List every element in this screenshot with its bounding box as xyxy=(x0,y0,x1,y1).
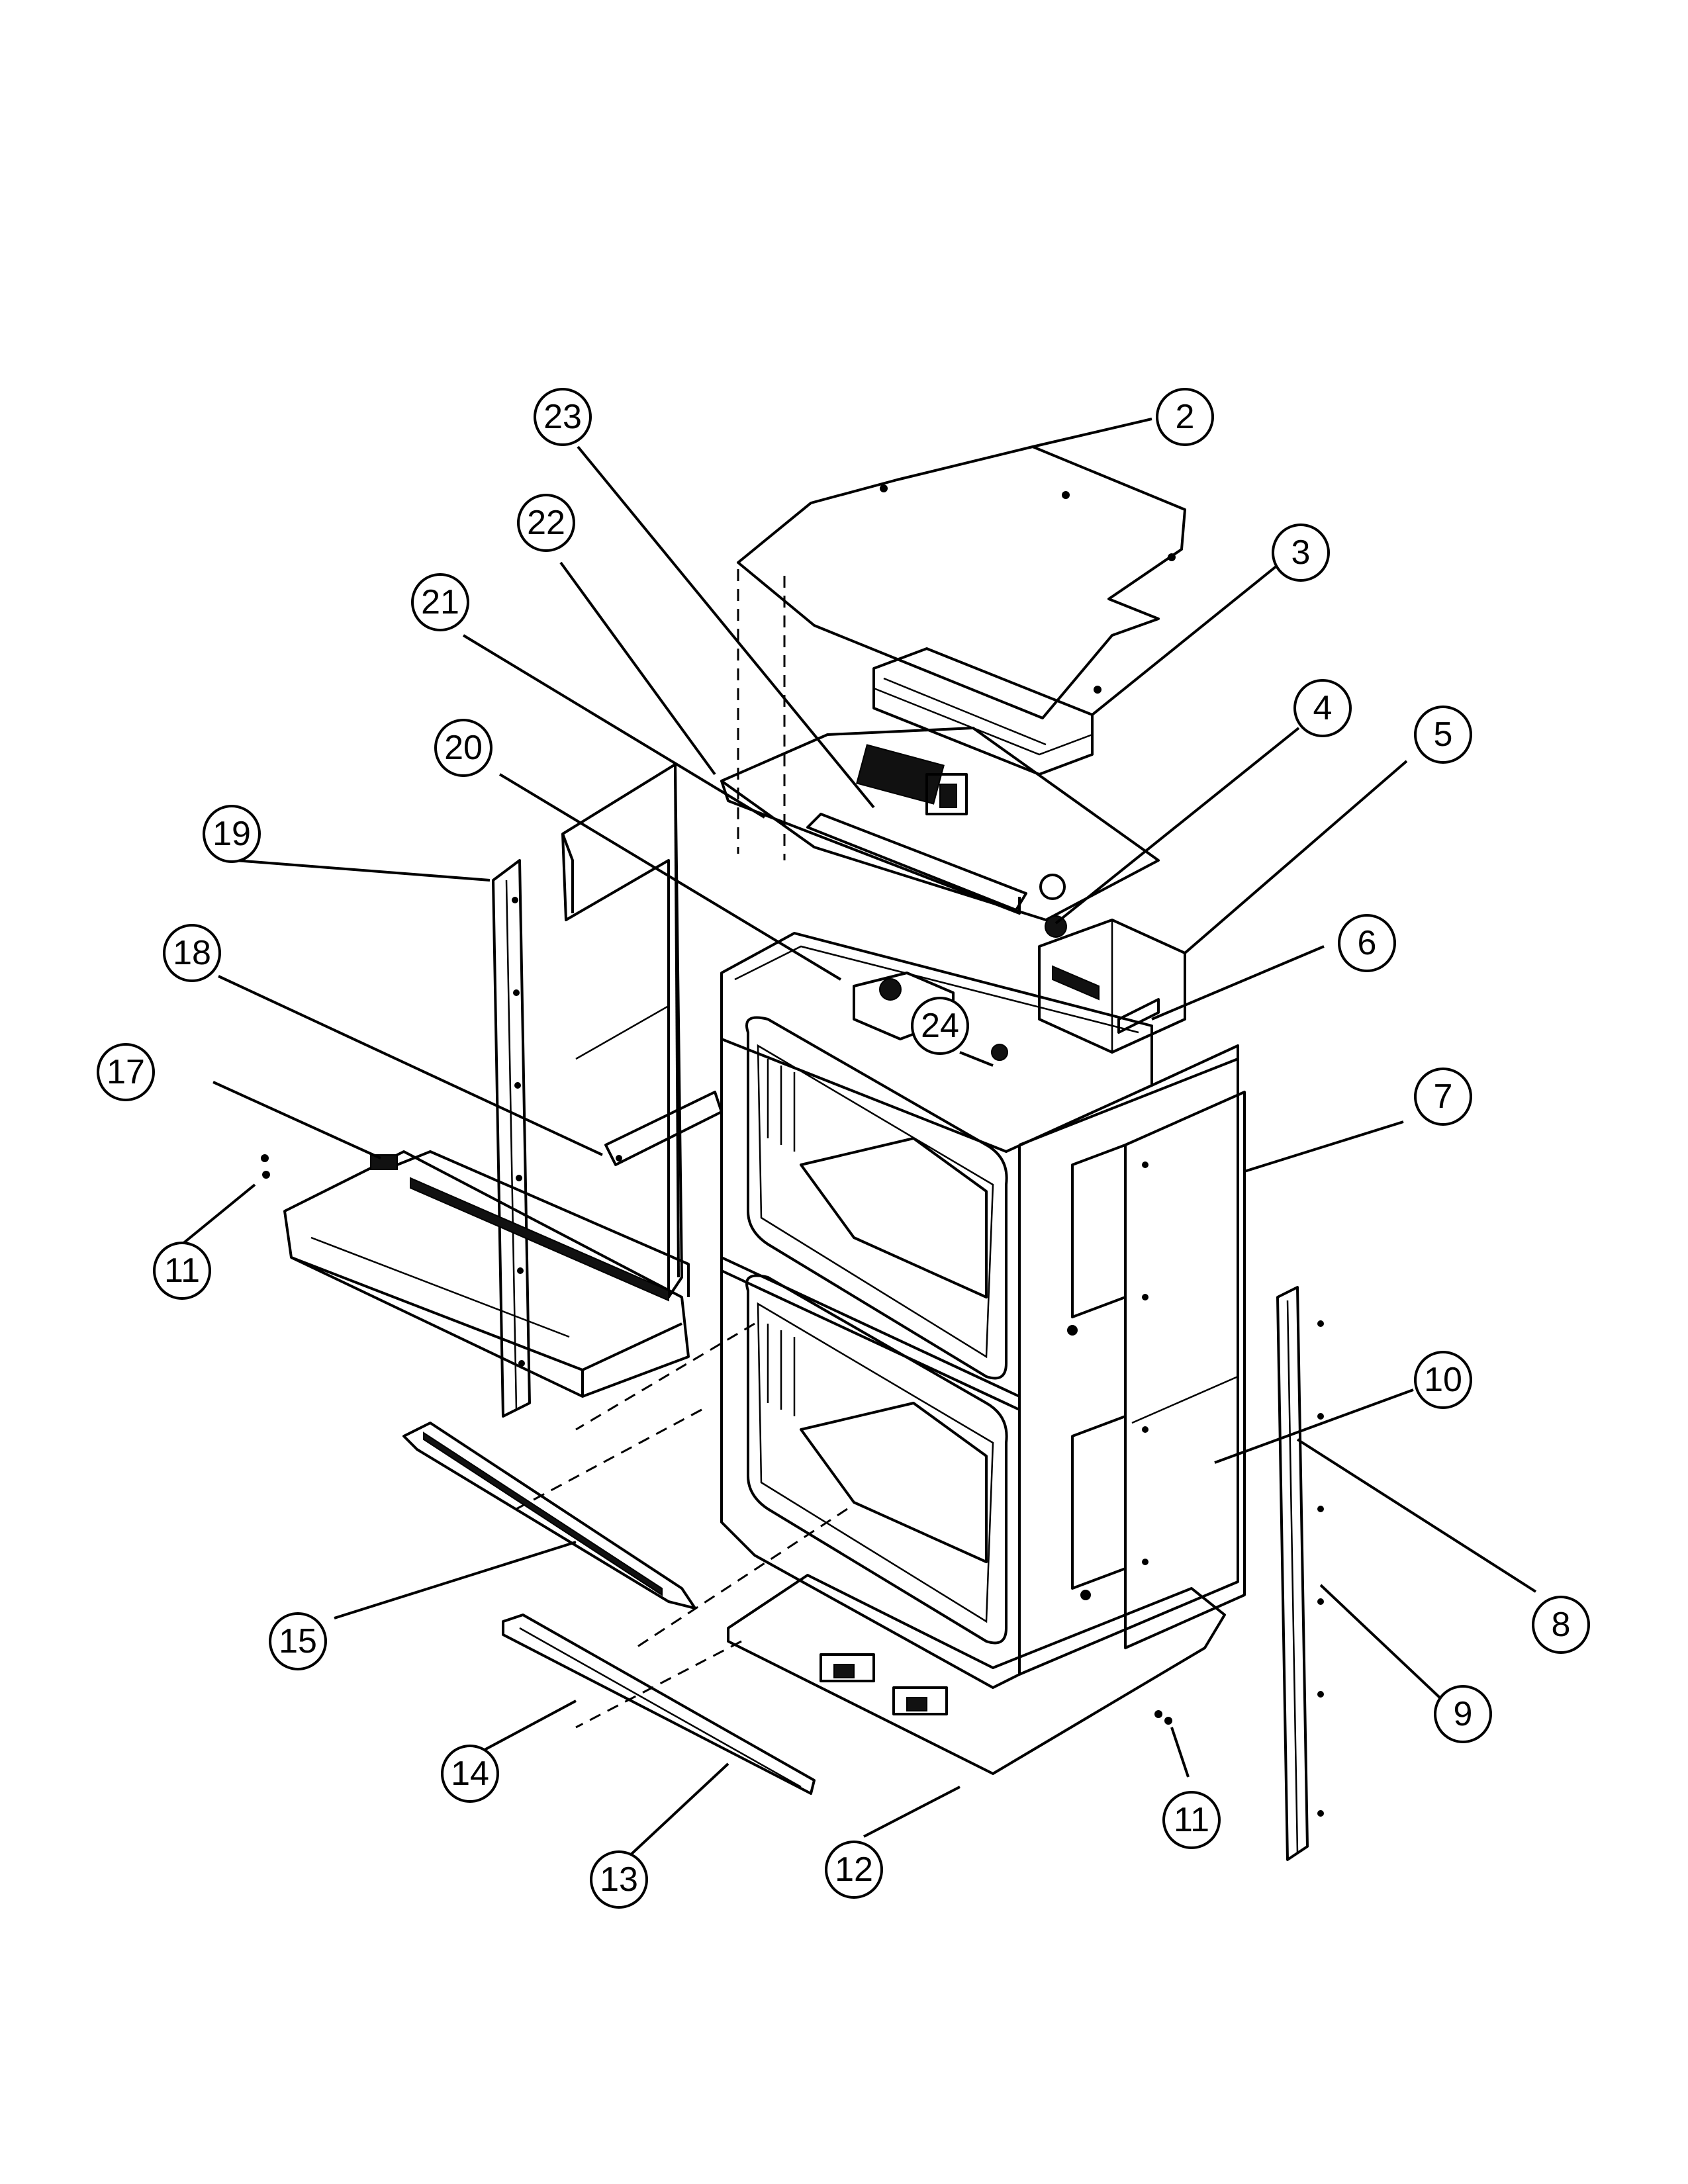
callout-label: 4 xyxy=(1313,689,1333,727)
callout-11-left: 11 xyxy=(153,1242,211,1300)
callout-20: 20 xyxy=(434,719,492,777)
callout-label: 11 xyxy=(164,1251,200,1290)
top-cover-panel xyxy=(737,445,1186,719)
right-side-panel xyxy=(1124,1091,1246,1649)
right-vertical-rail xyxy=(1276,1286,1324,1861)
bottom-base-plate xyxy=(727,1574,1226,1775)
callout-label: 10 xyxy=(1424,1361,1462,1399)
callout-14: 14 xyxy=(441,1745,499,1803)
control-board-assembly xyxy=(720,727,1160,938)
callout-19: 19 xyxy=(203,805,261,863)
callout-label: 15 xyxy=(279,1622,317,1661)
loose-screws xyxy=(261,1154,1172,1725)
callout-13: 13 xyxy=(590,1850,648,1909)
callout-label: 23 xyxy=(543,398,582,436)
right-vent-box xyxy=(1038,919,1186,1054)
callout-9: 9 xyxy=(1434,1685,1492,1743)
callout-8: 8 xyxy=(1532,1596,1590,1654)
callout-label: 2 xyxy=(1176,398,1195,436)
callout-3: 3 xyxy=(1272,523,1330,582)
callout-15: 15 xyxy=(269,1612,327,1670)
callout-label: 24 xyxy=(921,1007,959,1045)
oven-cavity-body xyxy=(720,932,1239,1689)
callout-21: 21 xyxy=(411,573,469,631)
callout-label: 5 xyxy=(1434,715,1453,754)
callout-2: 2 xyxy=(1156,388,1214,446)
callout-22: 22 xyxy=(517,494,575,552)
control-panel-front xyxy=(283,1150,690,1398)
alignment-dashed-lines xyxy=(516,569,848,1729)
electronics-housing xyxy=(872,647,1094,776)
callout-5: 5 xyxy=(1414,705,1472,764)
callout-label: 19 xyxy=(212,815,251,853)
callout-label: 21 xyxy=(421,583,459,621)
callout-label: 11 xyxy=(1174,1801,1209,1839)
callout-7: 7 xyxy=(1414,1068,1472,1126)
callout-label: 12 xyxy=(835,1850,873,1889)
callout-6: 6 xyxy=(1338,914,1396,972)
front-mounting-bracket xyxy=(604,1091,723,1166)
callout-11-bottom: 11 xyxy=(1162,1791,1221,1849)
callout-label: 7 xyxy=(1434,1077,1453,1116)
bottom-front-rail xyxy=(402,1422,696,1610)
callout-label: 20 xyxy=(444,729,483,767)
callout-label: 3 xyxy=(1291,533,1311,572)
callout-label: 13 xyxy=(600,1860,638,1899)
callout-10: 10 xyxy=(1414,1351,1472,1409)
callout-label: 6 xyxy=(1358,924,1377,962)
callout-24: 24 xyxy=(911,997,969,1055)
callout-12: 12 xyxy=(825,1841,883,1899)
callout-leaders xyxy=(181,418,1537,1858)
left-vertical-rail xyxy=(492,859,531,1418)
bottom-trim-rail xyxy=(502,1614,816,1795)
callout-17: 17 xyxy=(97,1043,155,1101)
callout-18: 18 xyxy=(163,924,221,982)
callout-label: 9 xyxy=(1454,1695,1473,1733)
callout-label: 17 xyxy=(107,1053,145,1091)
callout-4: 4 xyxy=(1293,679,1352,737)
callout-label: 8 xyxy=(1552,1606,1571,1644)
callout-label: 22 xyxy=(527,504,565,542)
callout-label: 18 xyxy=(173,934,211,972)
callout-23: 23 xyxy=(534,388,592,446)
callout-label: 14 xyxy=(451,1754,489,1793)
